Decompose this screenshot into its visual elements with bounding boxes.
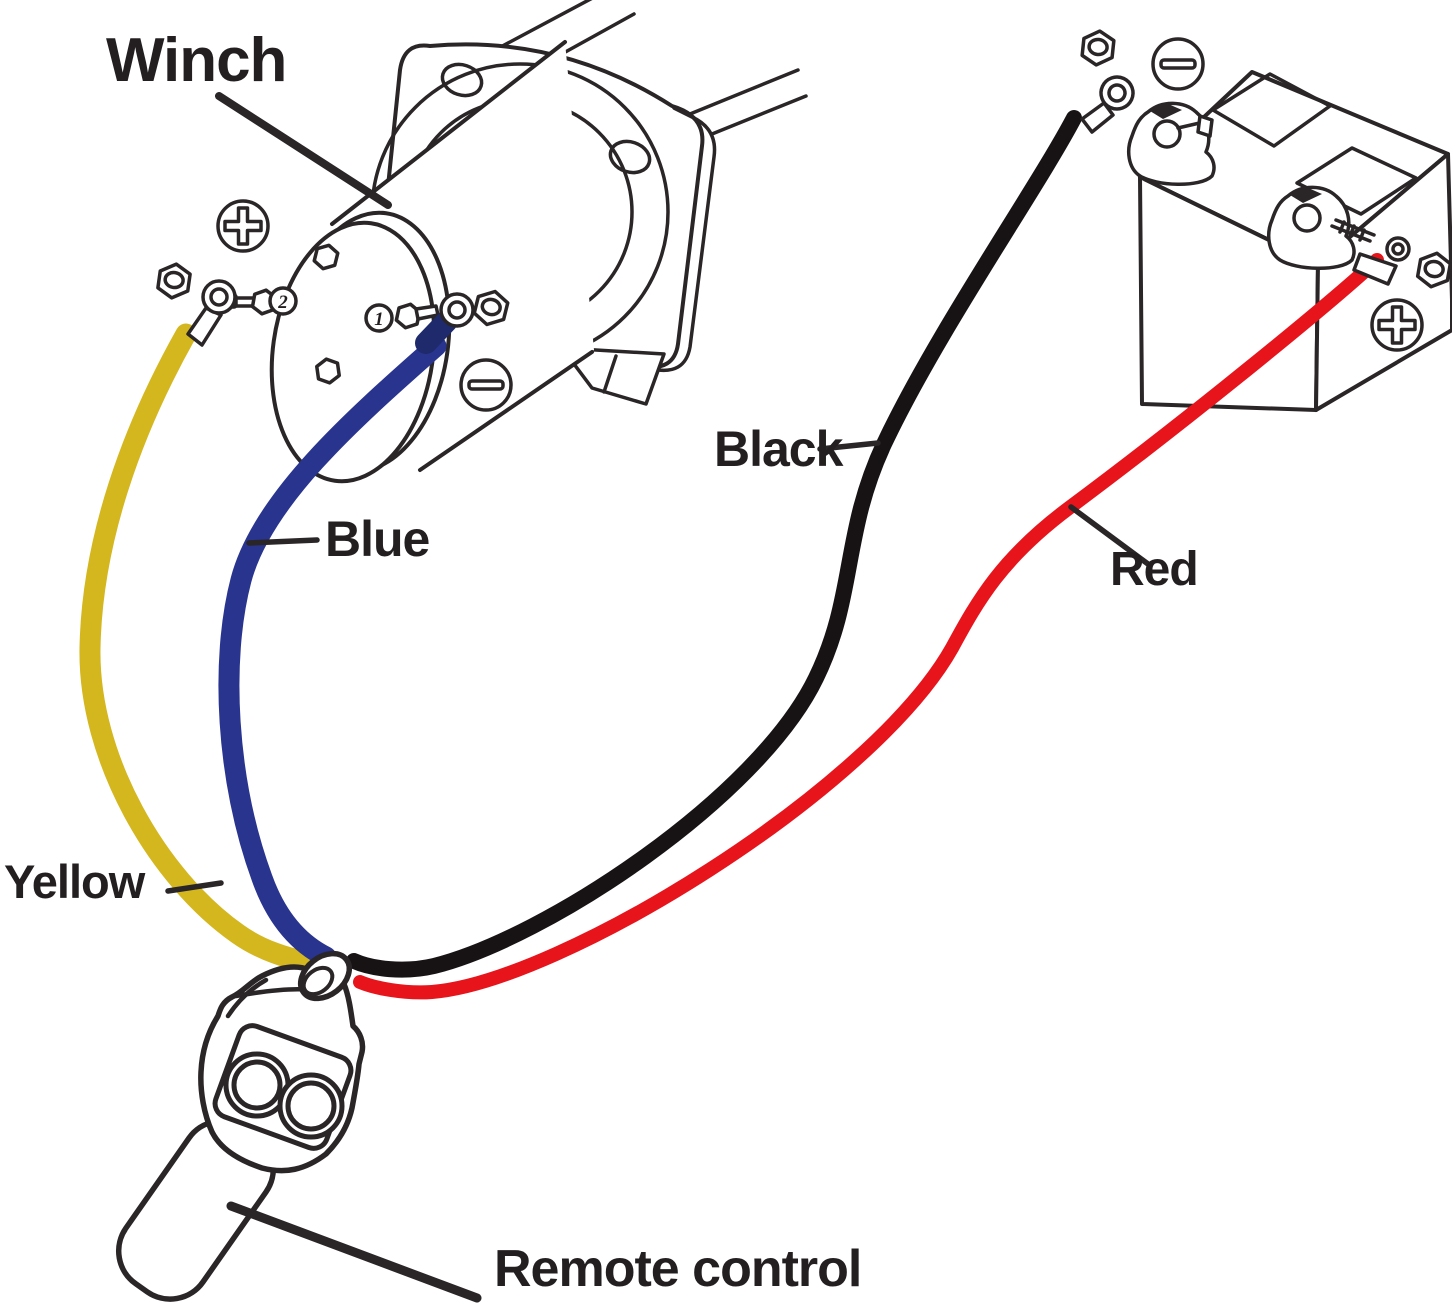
blue-terminal-sleeve: [415, 310, 458, 354]
minus-screw-icon: [459, 358, 513, 412]
winch-illustration: 2 1: [155, 0, 808, 484]
battery-label-panel: [1211, 72, 1332, 148]
ring-terminal-icon: [201, 279, 237, 315]
battery-terminal-left: [1126, 101, 1216, 186]
remote-button-in: [277, 1072, 345, 1140]
plus-screw-icon: [1370, 298, 1424, 352]
minus-screw-icon: [1151, 37, 1205, 91]
red-wire-label: Red: [1110, 543, 1199, 596]
motor-cylinder-edge: [418, 350, 594, 472]
remote-leader-line: [226, 1201, 482, 1303]
black-wire-label: Black: [714, 421, 843, 477]
blue-leader-line: [246, 537, 320, 546]
remote-button-out-inner: [231, 1059, 283, 1111]
remote-body-contour: [225, 977, 269, 1019]
remote-cable-collar: [297, 950, 353, 1002]
terminal-2-number: 2: [277, 292, 288, 313]
winch-label: Winch: [106, 26, 287, 95]
hex-nut-icon: [155, 260, 193, 302]
blue-wire-label: Blue: [325, 511, 430, 567]
plus-screw-icon: [216, 199, 270, 253]
black-terminal-lug: [1080, 101, 1115, 134]
terminal-1-number: 1: [374, 309, 384, 330]
hex-nut-icon: [1079, 27, 1117, 69]
leader-lines: [165, 92, 1151, 1303]
flange-bolt-hole: [440, 62, 484, 98]
winch-terminal-2: 2: [224, 286, 298, 318]
wire-blue: [218, 335, 447, 968]
remote-control-illustration: [115, 950, 366, 1302]
wire-yellow: [79, 323, 317, 973]
yellow-leader-line: [165, 880, 224, 894]
winch-flange-side: [650, 106, 717, 372]
winch-leader-line: [215, 92, 392, 209]
red-terminal-sleeve: [1352, 252, 1398, 286]
wire-black: [346, 110, 1082, 978]
wire-red: [353, 253, 1384, 1000]
ring-terminal-icon: [439, 292, 475, 328]
remote-collar-opening: [301, 965, 335, 997]
remote-button-in-inner: [285, 1080, 337, 1132]
red-leader-line: [1068, 504, 1151, 567]
yellow-wire-label: Yellow: [4, 855, 145, 908]
remote-control-label: Remote control: [494, 1240, 862, 1298]
winch-foot-bracket: [560, 346, 666, 406]
ring-terminal-icon: [1385, 236, 1411, 262]
black-leader-line: [817, 440, 881, 452]
wiring: [79, 70, 1411, 1000]
battery-terminal-right: [1266, 185, 1376, 270]
